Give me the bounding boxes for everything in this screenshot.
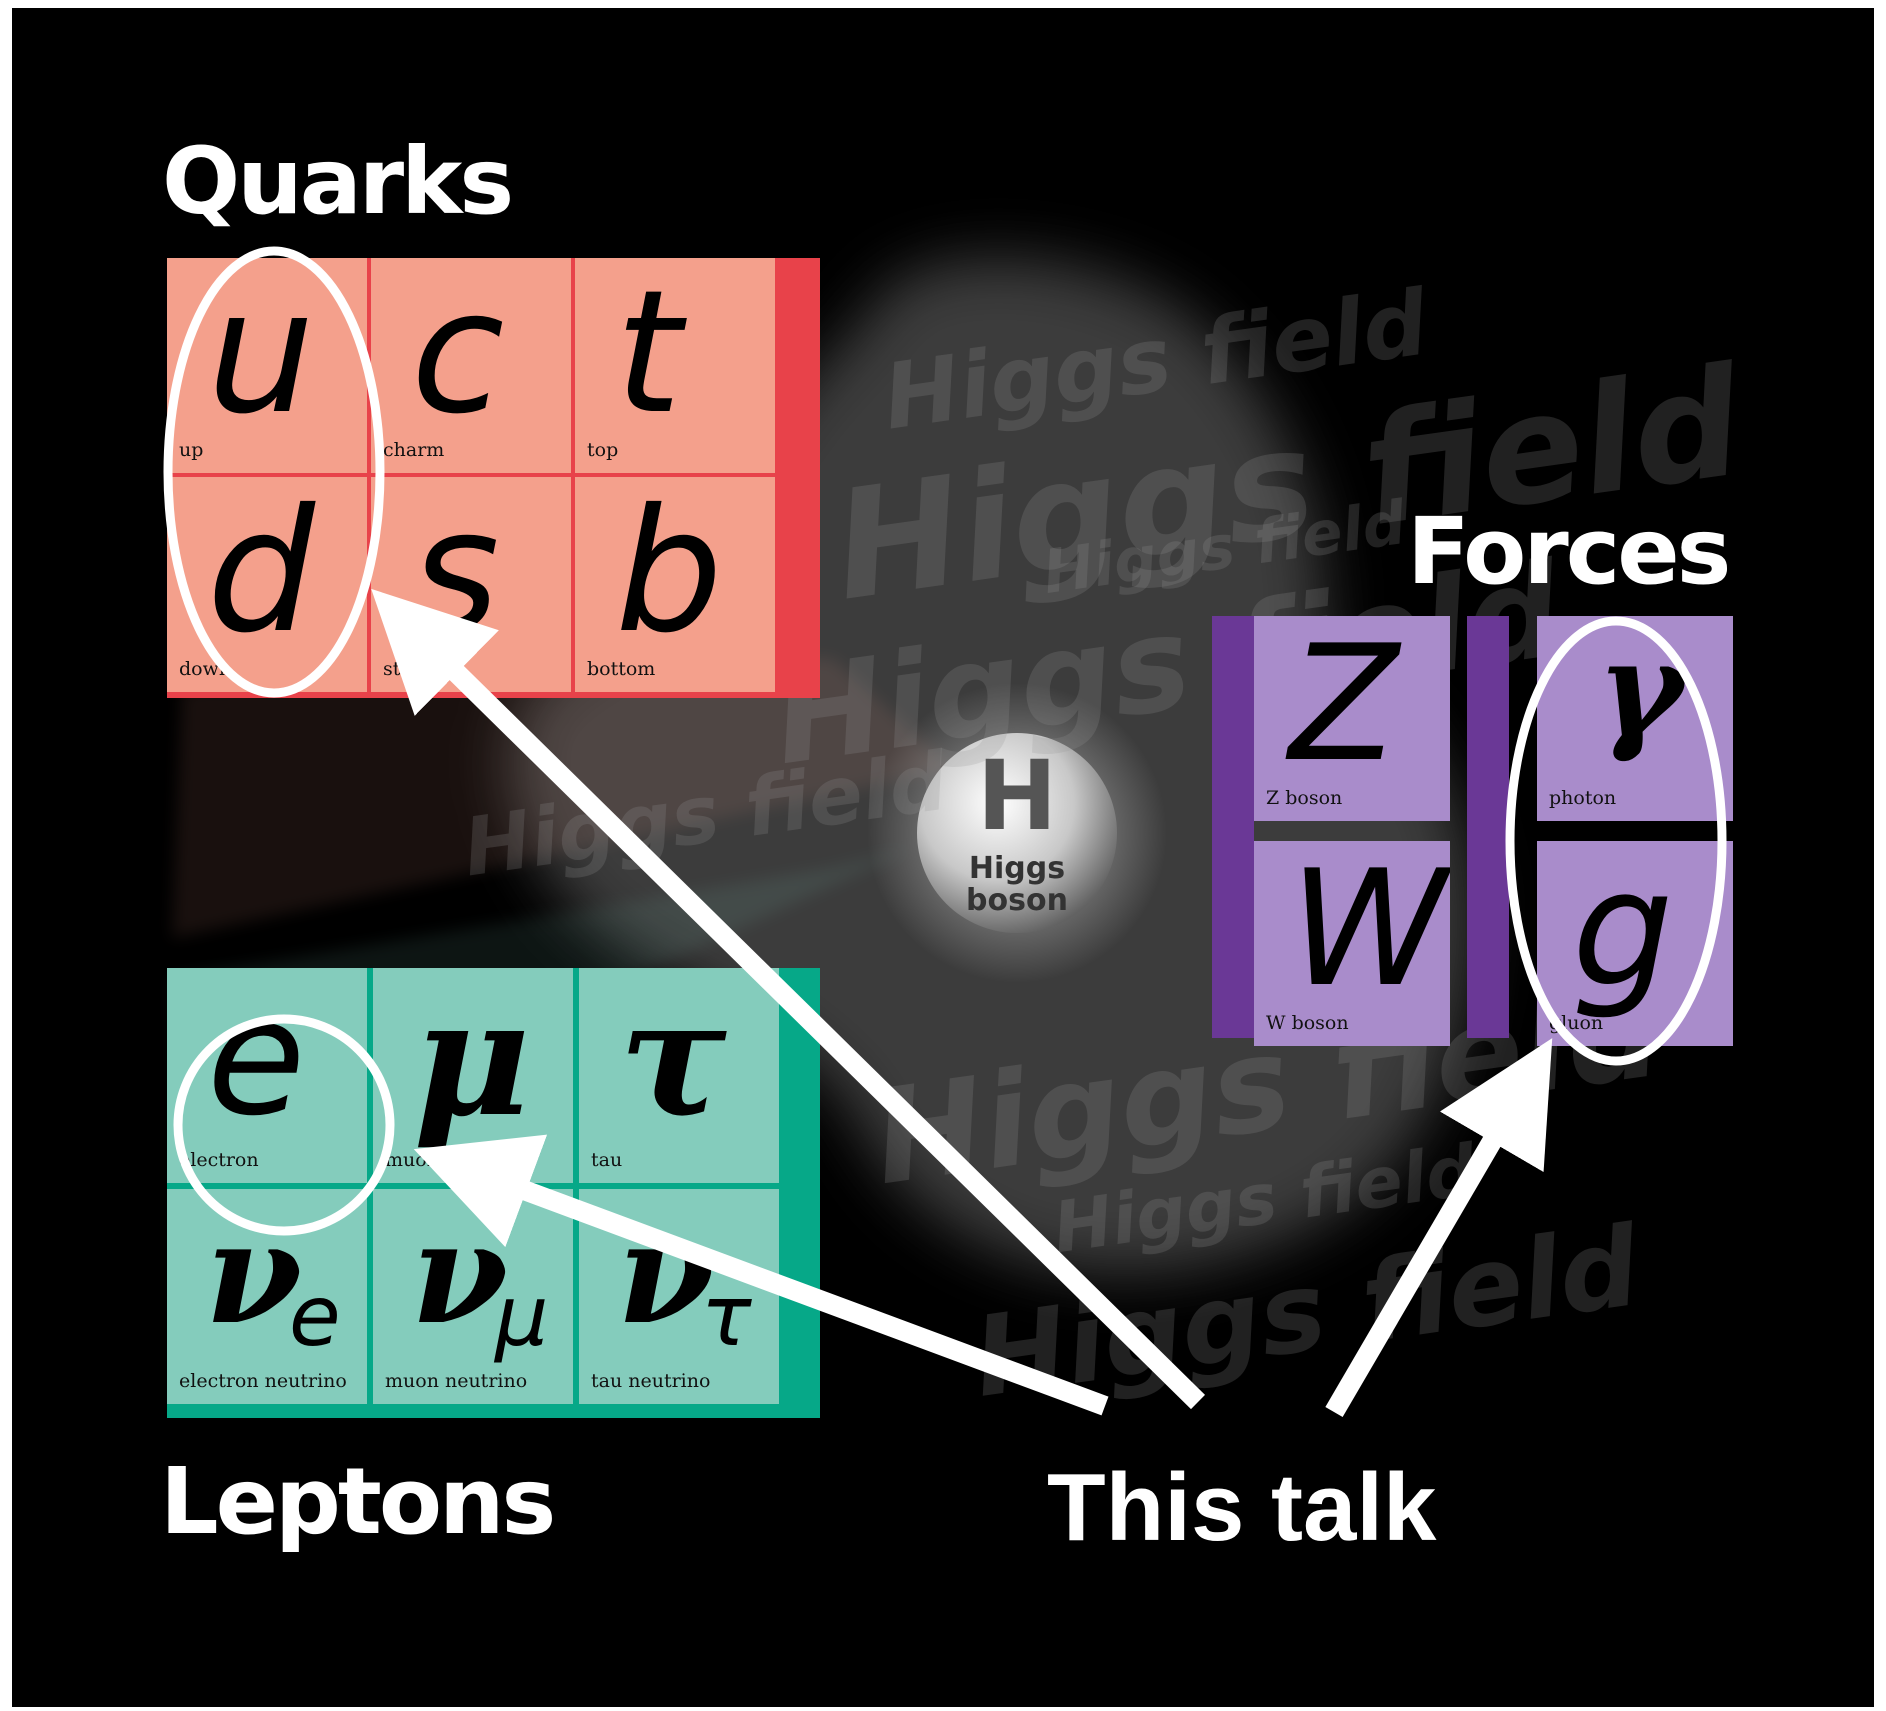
particle-subscript: e — [289, 1267, 341, 1365]
particle-name: Z boson — [1266, 787, 1343, 809]
particle-name: top — [587, 439, 619, 461]
force-side-panel — [1467, 826, 1509, 1038]
diagram-panel: Higgs field Higgs field Higgs field Higg… — [12, 8, 1874, 1707]
arrow-to-forces — [1325, 1038, 1553, 1418]
higgs-label-line2: boson — [966, 882, 1068, 918]
particle-symbol: W — [1289, 841, 1448, 1022]
higgs-sphere — [917, 733, 1117, 933]
annotation-label: This talk — [1047, 1454, 1437, 1561]
highlight-up-down — [163, 246, 385, 698]
particle-symbol: τ — [619, 968, 727, 1152]
force-side-panel — [1212, 616, 1254, 828]
particle-symbol: u — [207, 258, 315, 452]
particle-name: up — [179, 439, 204, 461]
higgs-label-line1: Higgs — [968, 851, 1066, 886]
annotation-layer — [163, 246, 1727, 1418]
particle-name: electron neutrino — [179, 1370, 347, 1392]
highlight-photon-gluon — [1505, 616, 1727, 1066]
particle-symbol: e — [207, 968, 306, 1151]
particle-name: charm — [383, 439, 445, 461]
particle-symbol: c — [411, 258, 505, 452]
particle-name: tau neutrino — [591, 1370, 711, 1392]
particle-name: photon — [1549, 787, 1617, 809]
higgs-symbol: H — [976, 740, 1058, 852]
particle-symbol: μ — [413, 968, 531, 1152]
particle-symbol: b — [615, 477, 723, 671]
arrow-to-quarks — [371, 588, 1206, 1410]
force-side-panel — [1212, 826, 1254, 1038]
particle-name: bottom — [587, 658, 656, 680]
particle-name: tau — [591, 1149, 623, 1171]
particle-name: electron — [179, 1149, 259, 1171]
particle-name: muon neutrino — [385, 1370, 528, 1392]
particle-symbol: t — [615, 258, 682, 452]
particle-subscript: τ — [701, 1267, 752, 1365]
particle-symbol: Z — [1289, 616, 1399, 797]
heading-leptons: Leptons — [160, 1448, 556, 1555]
particle-name: W boson — [1266, 1012, 1349, 1034]
heading-forces: Forces — [1407, 498, 1731, 605]
particle-symbol: d — [207, 477, 315, 671]
particle-symbol: g — [1572, 841, 1674, 1022]
highlight-electron — [173, 1014, 395, 1236]
force-side-panel — [1467, 616, 1509, 828]
heading-quarks: Quarks — [162, 128, 514, 235]
arrow-to-electron — [413, 1134, 1109, 1416]
higgs-label: Higgs boson — [947, 853, 1087, 916]
particle-subscript: μ — [495, 1267, 549, 1365]
